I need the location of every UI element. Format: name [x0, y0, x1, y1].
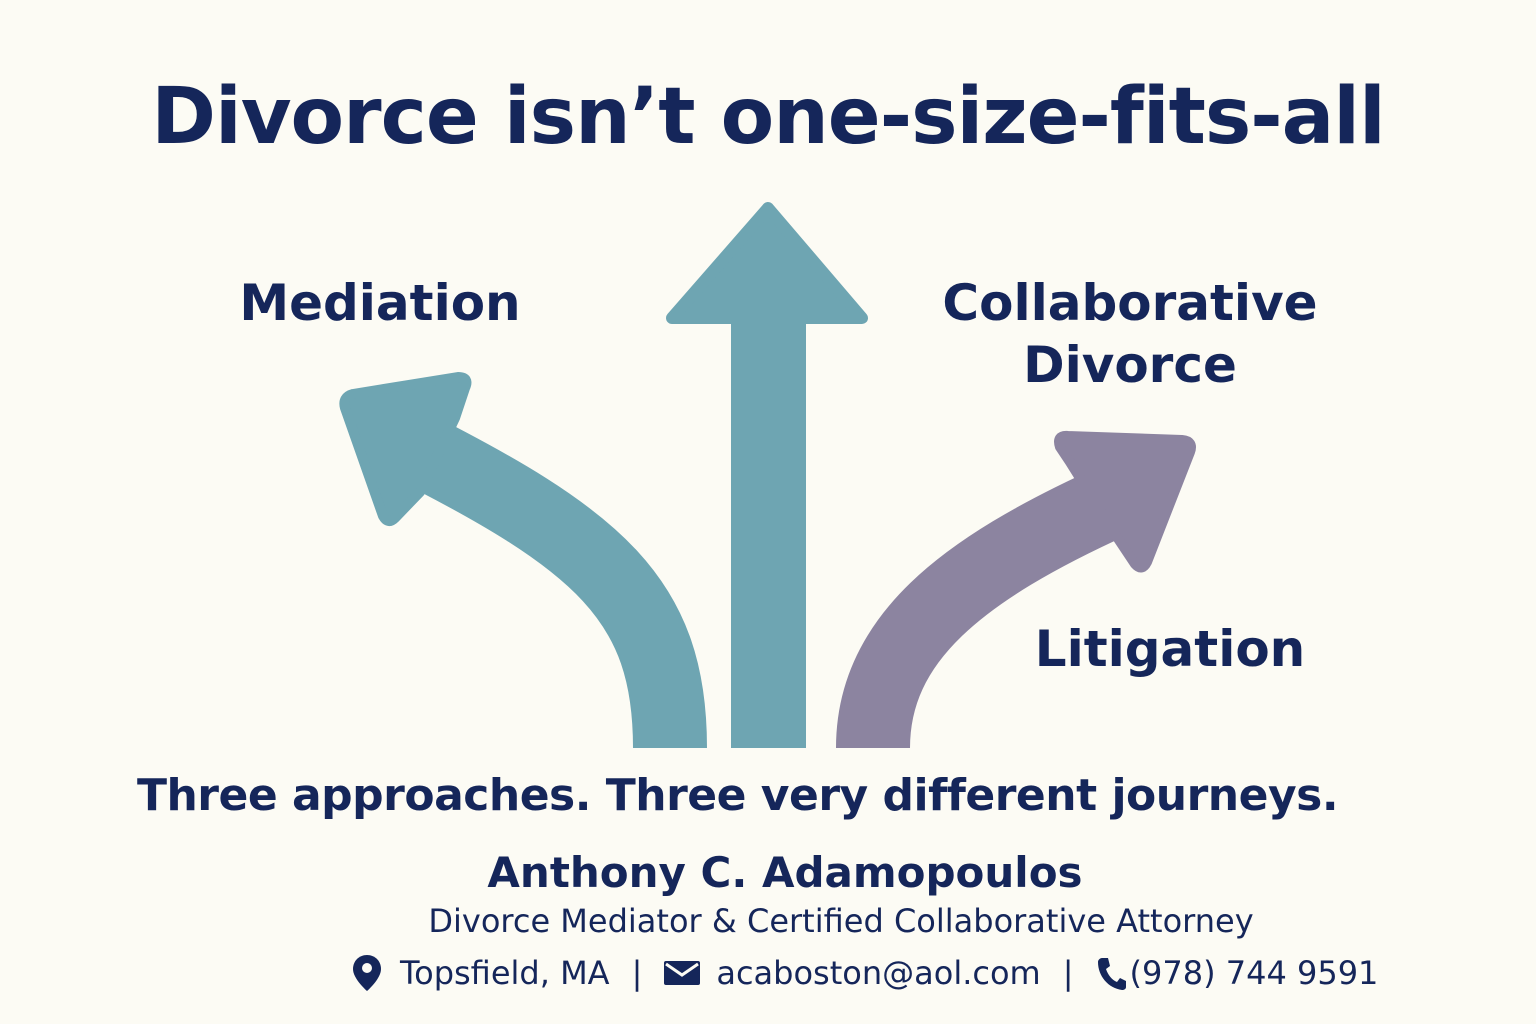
map-pin-icon	[352, 954, 382, 992]
separator: |	[631, 954, 643, 992]
phone-link[interactable]: (978) 744 9591	[1129, 954, 1379, 992]
separator: |	[1062, 954, 1074, 992]
center-arrow	[666, 202, 868, 748]
label-collaborative-line2: Divorce	[1023, 336, 1237, 394]
email-link[interactable]: acaboston@aol.com	[716, 954, 1041, 992]
location-text: Topsfield, MA	[400, 954, 610, 992]
envelope-icon	[664, 961, 701, 985]
tagline: Three approaches. Three very different j…	[136, 770, 1339, 821]
label-litigation: Litigation	[1034, 620, 1306, 678]
phone-icon	[1096, 956, 1126, 990]
contact-info: Topsfield, MA | acaboston@aol.com | (978…	[352, 950, 1378, 996]
left-arrow	[339, 372, 707, 749]
page-title: Divorce isn’t one-size-fits-all	[151, 72, 1386, 162]
right-arrow	[836, 430, 1196, 750]
attorney-name: Anthony C. Adamopoulos	[487, 848, 1083, 897]
label-collaborative-line1: Collaborative	[942, 274, 1318, 332]
attorney-role: Divorce Mediator & Certified Collaborati…	[428, 902, 1254, 940]
label-collaborative-divorce: Collaborative Divorce	[930, 272, 1330, 396]
label-mediation: Mediation	[239, 274, 521, 332]
